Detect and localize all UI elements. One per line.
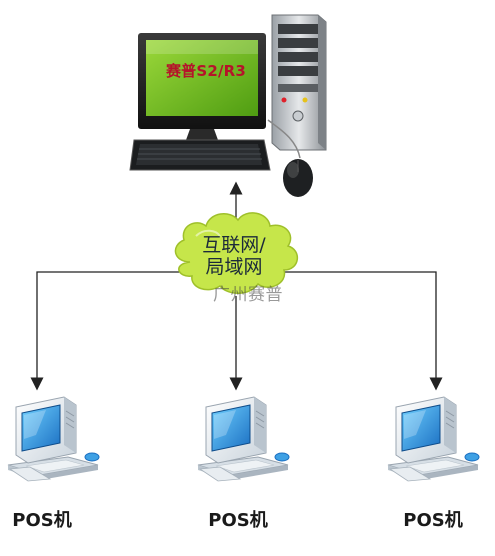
- connection-lines: [30, 181, 443, 391]
- monitor-screen: [146, 40, 258, 116]
- pos-label-right: POS机: [403, 510, 463, 531]
- network-label: 互联网/ 局域网: [189, 234, 279, 278]
- pos-terminal-icon: [197, 396, 290, 482]
- left-arrow: [30, 271, 190, 391]
- server-computer-icon: [129, 14, 327, 197]
- pos-label-left: POS机: [12, 510, 72, 531]
- keyboard-icon: [129, 139, 271, 171]
- server-screen-label: 赛普S2/R3: [165, 62, 247, 80]
- network-label-line2: 局域网: [205, 256, 263, 278]
- network-label-line1: 互联网/: [202, 234, 266, 256]
- watermark-text: 广州赛普: [213, 285, 283, 305]
- pos-label-center: POS机: [208, 510, 268, 531]
- cloud-icon: [174, 212, 298, 294]
- pos-terminal-icon: [7, 396, 100, 482]
- pos-terminal-icon: [387, 396, 480, 482]
- mouse-icon: [267, 119, 313, 197]
- right-arrow: [282, 271, 443, 391]
